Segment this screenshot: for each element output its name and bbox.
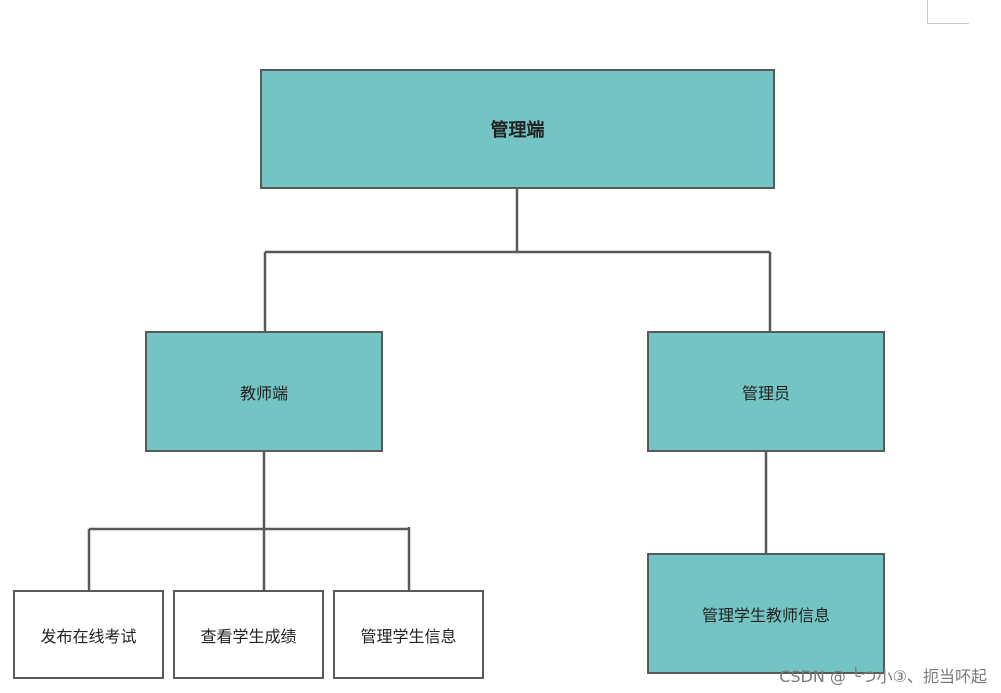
leaf-publish-exam: 发布在线考试 <box>13 590 164 679</box>
page-corner-mark <box>927 0 969 24</box>
leaf-view-scores: 查看学生成绩 <box>173 590 324 679</box>
leaf-view-scores-label: 查看学生成绩 <box>200 626 297 646</box>
csdn-watermark: CSDN @ ╰つ小③、扼当吥起 <box>779 667 987 686</box>
leaf-manage-students-teachers-label: 管理学生教师信息 <box>701 605 830 625</box>
node-root: 管理端 <box>260 69 775 189</box>
node-teacher-label: 教师端 <box>239 383 288 403</box>
leaf-publish-exam-label: 发布在线考试 <box>40 626 137 646</box>
node-admin: 管理员 <box>647 331 885 452</box>
leaf-manage-students-teachers: 管理学生教师信息 <box>647 553 885 674</box>
leaf-manage-students-label: 管理学生信息 <box>360 626 457 646</box>
node-admin-label: 管理员 <box>741 383 790 403</box>
leaf-manage-students: 管理学生信息 <box>333 590 484 679</box>
node-teacher: 教师端 <box>145 331 383 452</box>
node-root-label: 管理端 <box>490 120 545 141</box>
